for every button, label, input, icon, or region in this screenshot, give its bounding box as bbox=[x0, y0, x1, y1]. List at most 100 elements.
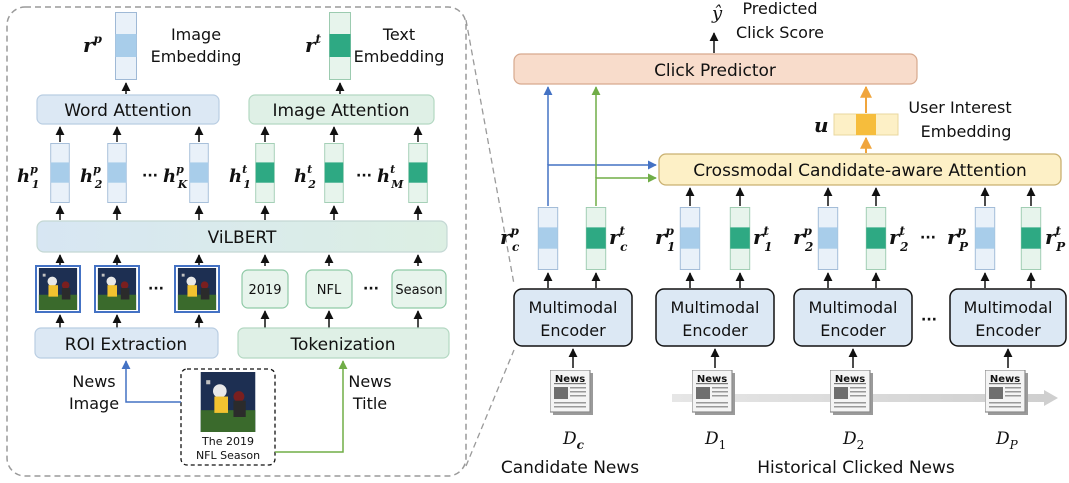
text-hidden-ellipsis: ··· bbox=[356, 168, 372, 184]
y-hat-symbol: ŷ bbox=[711, 3, 723, 24]
image-embedding-symbol: rp bbox=[83, 32, 103, 57]
doc-label-2: D2 bbox=[842, 429, 864, 452]
token-nfl: NFL bbox=[305, 269, 353, 309]
news-image-label-2: Image bbox=[69, 394, 119, 413]
token-season: Season bbox=[391, 269, 447, 309]
news-title-label-2: Title bbox=[352, 394, 387, 413]
svg-text:News: News bbox=[697, 374, 727, 385]
svg-text:Multimodal: Multimodal bbox=[809, 298, 898, 317]
news-title-label-1: News bbox=[348, 372, 391, 391]
svg-text:Encoder: Encoder bbox=[975, 321, 1041, 340]
user-interest-label-2: Embedding bbox=[921, 122, 1012, 141]
user-interest-vector bbox=[833, 113, 899, 136]
svg-text:Word Attention: Word Attention bbox=[64, 101, 192, 121]
news-source-card: The 2019 NFL Season bbox=[180, 368, 276, 466]
candidate-news-icon: News bbox=[550, 370, 594, 416]
svg-text:Encoder: Encoder bbox=[820, 321, 886, 340]
svg-text:Multimodal: Multimodal bbox=[671, 298, 760, 317]
history-p-image-vector bbox=[974, 207, 996, 270]
news-caption-2: NFL Season bbox=[196, 449, 260, 462]
candidate-encoder-box: Multimodal Encoder bbox=[513, 288, 633, 347]
news-photo bbox=[200, 372, 256, 432]
crossmodal-attention-box: Crossmodal Candidate-aware Attention bbox=[658, 153, 1062, 186]
svg-text:News: News bbox=[990, 374, 1020, 385]
roi-image-1 bbox=[38, 268, 78, 310]
image-hidden-vector-1 bbox=[50, 143, 70, 203]
image-embedding-label-1: Image bbox=[171, 25, 221, 44]
news-image-label-1: News bbox=[72, 372, 115, 391]
svg-text:Multimodal: Multimodal bbox=[529, 298, 618, 317]
tokenization-box: Tokenization bbox=[237, 327, 450, 359]
roi-image-k bbox=[177, 268, 217, 310]
user-symbol: u bbox=[814, 113, 829, 137]
image-embedding-label-2: Embedding bbox=[151, 47, 242, 66]
text-hidden-vector-2 bbox=[324, 143, 344, 203]
text-embedding-label-1: Text bbox=[382, 25, 415, 44]
predicted-label-1: Predicted bbox=[742, 0, 817, 18]
history-1-text-vector bbox=[729, 207, 751, 270]
image-embedding-vector bbox=[115, 12, 137, 80]
svg-text:Encoder: Encoder bbox=[682, 321, 748, 340]
roi-extraction-box: ROI Extraction bbox=[34, 327, 219, 359]
text-embedding-symbol: rt bbox=[305, 32, 322, 57]
click-predictor-box: Click Predictor bbox=[513, 53, 918, 85]
svg-text:Multimodal: Multimodal bbox=[964, 298, 1053, 317]
svg-text:Image Attention: Image Attention bbox=[272, 101, 409, 121]
svg-text:2019: 2019 bbox=[248, 283, 281, 298]
svg-text:ViLBERT: ViLBERT bbox=[208, 228, 277, 248]
doc-label-p: DP bbox=[995, 429, 1019, 452]
vilbert-box: ViLBERT bbox=[36, 220, 448, 253]
candidate-news-label: Candidate News bbox=[501, 458, 639, 478]
text-hidden-vector-m bbox=[408, 143, 428, 203]
image-hidden-vector-k bbox=[189, 143, 209, 203]
svg-text:News: News bbox=[555, 374, 585, 385]
text-embedding-vector bbox=[329, 12, 351, 80]
history-encoder-ellipsis: ··· bbox=[921, 312, 937, 328]
svg-text:ROI Extraction: ROI Extraction bbox=[65, 335, 187, 355]
history-p-encoder-box: Multimodal Encoder bbox=[949, 288, 1067, 347]
svg-text:Click Predictor: Click Predictor bbox=[654, 61, 776, 81]
token-2019: 2019 bbox=[241, 269, 289, 309]
history-p-text-vector bbox=[1020, 207, 1042, 270]
history-2-news-icon: News bbox=[830, 370, 874, 416]
svg-text:News: News bbox=[835, 374, 865, 385]
text-hidden-vector-1 bbox=[255, 143, 275, 203]
image-hidden-ellipsis: ··· bbox=[142, 168, 158, 184]
left-panel: rp rt Image Embedding Text Embedding Wor… bbox=[6, 6, 515, 477]
text-embedding-label-2: Embedding bbox=[354, 47, 445, 66]
history-2-image-vector bbox=[817, 207, 839, 270]
svg-text:Encoder: Encoder bbox=[540, 321, 606, 340]
candidate-image-vector bbox=[537, 207, 559, 270]
svg-text:NFL: NFL bbox=[317, 283, 342, 298]
roi-ellipsis: ··· bbox=[148, 281, 164, 297]
historical-news-label: Historical Clicked News bbox=[757, 458, 955, 478]
candidate-text-vector bbox=[585, 207, 607, 270]
word-attention-box: Word Attention bbox=[36, 94, 220, 125]
doc-label-candidate: Dc bbox=[562, 429, 585, 452]
svg-text:Season: Season bbox=[395, 283, 442, 298]
image-hidden-vector-2 bbox=[107, 143, 127, 203]
history-vector-ellipsis: ··· bbox=[920, 230, 936, 246]
roi-image-2 bbox=[97, 268, 137, 310]
news-caption-1: The 2019 bbox=[201, 435, 254, 448]
history-1-image-vector bbox=[679, 207, 701, 270]
user-interest-label-1: User Interest bbox=[908, 98, 1011, 117]
svg-text:Crossmodal Candidate-aware Att: Crossmodal Candidate-aware Attention bbox=[693, 161, 1027, 181]
image-attention-box: Image Attention bbox=[248, 94, 435, 125]
history-1-news-icon: News bbox=[692, 370, 736, 416]
history-1-encoder-box: Multimodal Encoder bbox=[655, 288, 775, 347]
